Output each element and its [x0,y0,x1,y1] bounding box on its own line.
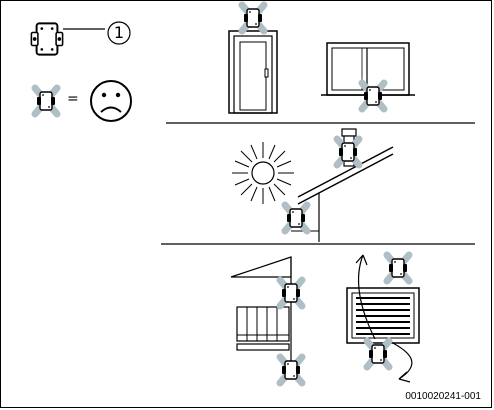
stair-bottom-crossed-sensor-icon [280,357,302,383]
vent-grille-illustration [346,287,420,344]
vent-bottom-crossed-sensor-icon [367,341,389,367]
sun-icon [232,142,294,204]
airflow-arrows [355,254,413,383]
legend-crossed-sensor-icon [35,88,57,114]
window-crossed-sensor-icon [362,83,384,109]
staircase-illustration [230,256,292,367]
sad-face-icon [90,80,132,122]
chimney-crossed-sensor-icon [337,139,359,165]
stair-top-crossed-sensor-icon [280,280,302,306]
equals-sign: = [67,91,79,107]
door-illustration [228,30,278,114]
callout-number: 1 [113,23,125,42]
callout-circle [107,21,131,45]
vent-top-crossed-sensor-icon [387,255,409,281]
legend-sensor-icon [30,22,64,56]
document-id: 0010020241-001 [405,391,481,402]
door-crossed-sensor-icon [242,5,264,31]
sunlit-wall-crossed-sensor-icon [285,205,307,231]
